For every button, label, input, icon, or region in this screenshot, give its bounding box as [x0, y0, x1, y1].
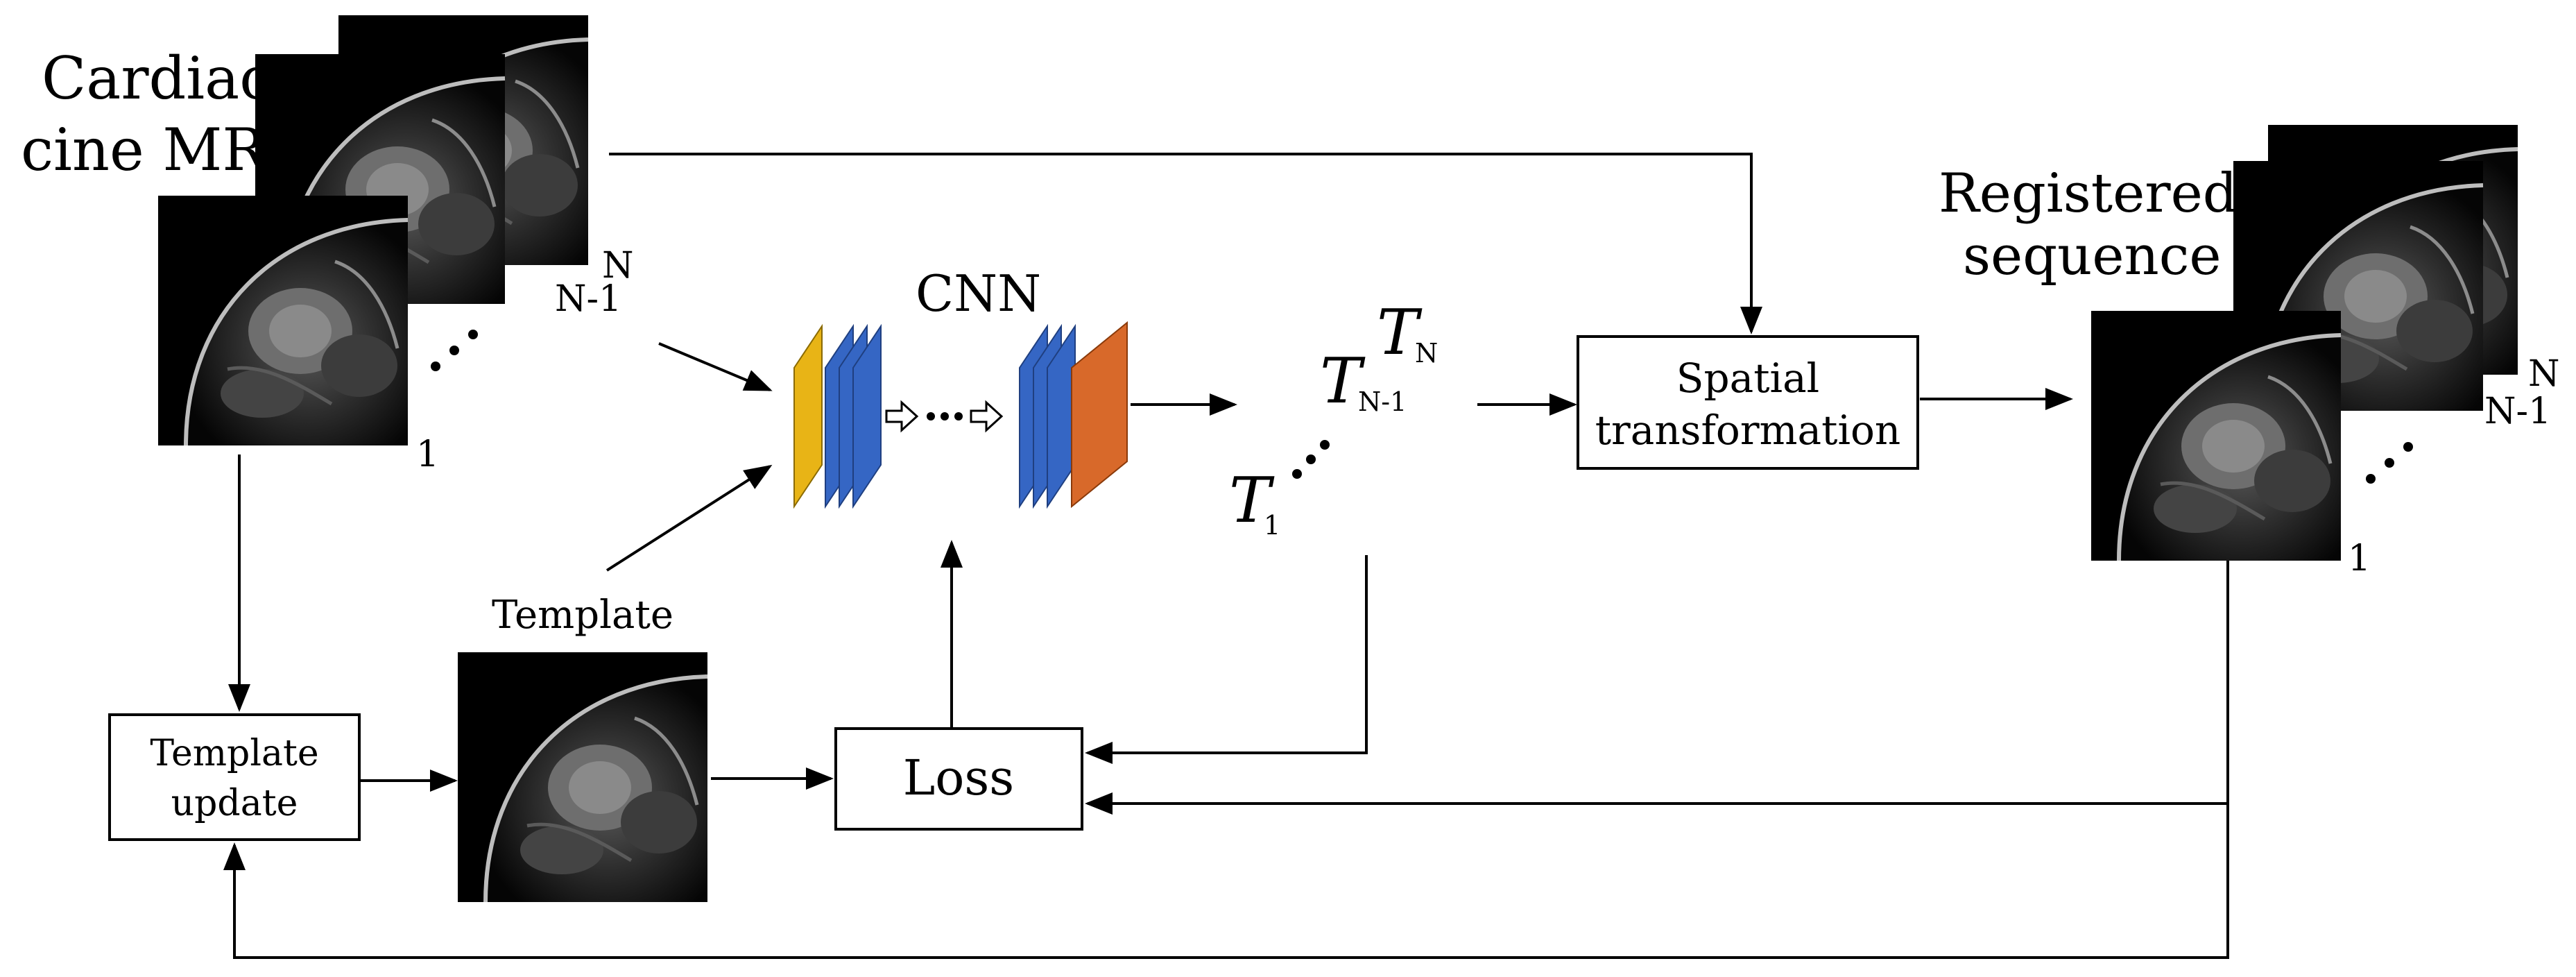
output-index-first: 1: [2348, 538, 2371, 579]
spatial-line2: transformation: [1595, 407, 1901, 454]
input-title-line1: Cardiac: [42, 44, 272, 112]
template-update-line1: Template: [150, 733, 318, 774]
arrow-transforms-to-loss: [1085, 555, 1368, 764]
cnn-layer-input-icon: [793, 323, 823, 509]
arrow-output-to-template-update: [223, 804, 2229, 959]
transform-sub-first: 1: [1264, 510, 1280, 541]
spatial-transformation-box: [1577, 335, 1919, 470]
transform-symbol: T: [1320, 345, 1366, 418]
connector-arrows: [223, 153, 2229, 959]
hollow-arrow-icon: [970, 400, 1004, 433]
input-ellipsis-dots: [431, 330, 478, 371]
cnn-label: CNN: [916, 264, 1041, 323]
hollow-arrow-icon: [885, 400, 919, 433]
output-index-last: N: [2528, 353, 2560, 395]
output-ellipsis-dots: [2366, 442, 2413, 484]
template-mri-image: [458, 652, 707, 902]
transform-symbol: T: [1377, 296, 1423, 369]
output-title-line2: sequence: [1963, 225, 2222, 287]
arrow-input-to-cnn: [658, 342, 773, 391]
transform-sub-last: N: [1415, 338, 1438, 368]
loss-box: [834, 727, 1083, 831]
loss-label: Loss: [903, 749, 1014, 806]
output-mri-frame-1: [2091, 311, 2341, 561]
spatial-line1: Spatial: [1676, 355, 1819, 402]
template-update-box: [108, 713, 361, 841]
transform-T-last: T N: [1377, 296, 1438, 369]
input-index-prev: N-1: [555, 278, 621, 320]
template-label: Template: [492, 593, 673, 638]
input-index-last: N: [602, 245, 634, 287]
cnn-block-icon: [793, 321, 1128, 509]
input-title-line2: cine MRI: [21, 116, 289, 184]
arrow-input-to-spatial: [609, 153, 1762, 334]
transform-ellipsis-dots: [1292, 440, 1330, 479]
transform-symbol: T: [1229, 464, 1275, 537]
arrow-template-to-cnn: [606, 464, 773, 572]
template-update-line2: update: [171, 783, 298, 824]
cnn-layer-icon: [852, 323, 882, 509]
transform-sub-prev: N-1: [1358, 386, 1407, 417]
arrow-output-to-loss: [1085, 561, 2229, 815]
cnn-layer-output-icon: [1071, 321, 1128, 509]
output-index-prev: N-1: [2484, 391, 2551, 432]
input-mri-frame-1: [158, 196, 408, 445]
input-index-first: 1: [416, 434, 439, 475]
transform-T-first: T 1: [1229, 464, 1280, 541]
transform-T-prev: T N-1: [1320, 345, 1407, 418]
output-title-line1: Registered: [1939, 162, 2238, 225]
